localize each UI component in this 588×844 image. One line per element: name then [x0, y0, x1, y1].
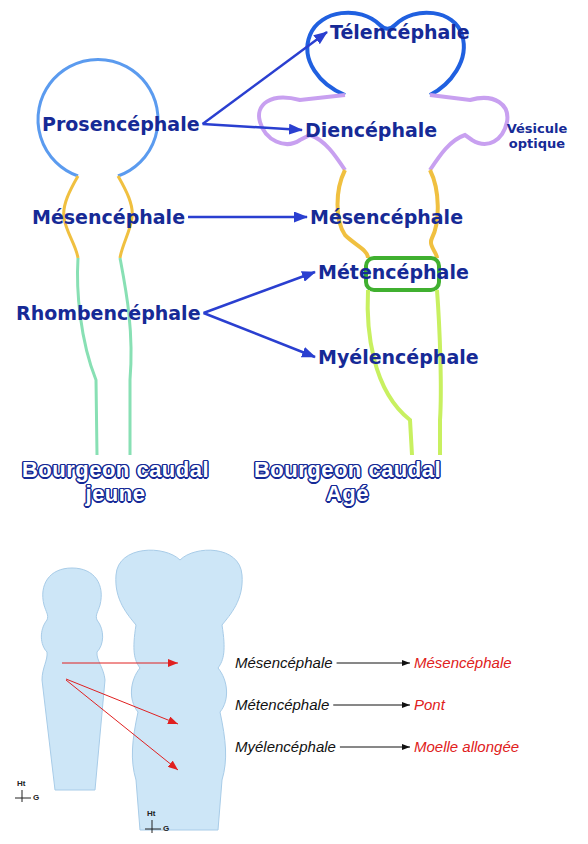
- region-label: Mésencéphale: [414, 654, 512, 672]
- axis-line: [152, 820, 153, 833]
- region-name: Rhombencéphale: [16, 301, 201, 325]
- region-label: Myélencéphale: [235, 738, 336, 756]
- region-name: Diencéphale: [305, 118, 437, 142]
- derivation-arrow: [188, 216, 307, 219]
- region-name: Mésencéphale: [414, 654, 512, 672]
- region-name: Myélencéphale: [318, 345, 479, 369]
- stage-caption: Bourgeon caudal Agé: [240, 458, 455, 506]
- axis-label: G: [33, 793, 39, 802]
- rhombencephalon-outline: [120, 258, 131, 455]
- axis-line: [15, 798, 31, 799]
- mapping-arrow: [66, 680, 178, 770]
- rhombencephalon-outline: [78, 258, 97, 455]
- axis-label: Ht: [147, 809, 155, 818]
- structure-note: Vésicule optique: [496, 121, 578, 151]
- region-label: Métencéphale: [318, 260, 469, 284]
- region-label: Moelle allongée: [414, 738, 519, 756]
- older-tube-shape: [116, 550, 242, 830]
- derivation-arrow: [204, 272, 315, 313]
- derivation-arrow: [333, 705, 410, 706]
- axis-line: [145, 829, 161, 830]
- axis-label: G: [163, 824, 169, 833]
- mapping-arrow: [62, 663, 178, 664]
- derivation-arrow: [337, 663, 410, 664]
- derivation-arrow: [340, 747, 410, 748]
- derivation-arrow: [203, 124, 302, 130]
- region-name: Télencéphale: [330, 20, 470, 44]
- axis-line: [22, 790, 23, 802]
- derivation-arrow: [204, 313, 315, 357]
- region-label: Prosencéphale: [42, 112, 200, 136]
- region-name: Pont: [414, 696, 445, 714]
- region-name: Métencéphale: [235, 696, 329, 714]
- derivation-arrow: [203, 32, 327, 124]
- region-name: Myélencéphale: [235, 738, 336, 756]
- region-name: Prosencéphale: [42, 112, 200, 136]
- region-label: Myélencéphale: [318, 345, 479, 369]
- region-label: Mésencéphale: [32, 205, 185, 229]
- region-label: Mésencéphale: [310, 205, 463, 229]
- mapping-arrow: [66, 679, 178, 724]
- myelencephalon-outline: [368, 290, 412, 455]
- region-label: Pont: [414, 696, 445, 714]
- region-label: Mésencéphale: [235, 654, 333, 672]
- axis-label: Ht: [17, 779, 25, 788]
- region-label: Rhombencéphale: [16, 301, 201, 325]
- region-name: Mésencéphale: [235, 654, 333, 672]
- region-name: Mésencéphale: [32, 205, 185, 229]
- region-label: Diencéphale: [305, 118, 437, 142]
- young-tube-shape: [41, 568, 105, 790]
- region-name: Métencéphale: [318, 260, 469, 284]
- region-name: Mésencéphale: [310, 205, 463, 229]
- region-label: Métencéphale: [235, 696, 329, 714]
- stage-caption: Bourgeon caudal jeune: [8, 458, 223, 506]
- diencephalon-outline: [430, 95, 507, 170]
- region-label: Télencéphale: [330, 20, 470, 44]
- region-name: Moelle allongée: [414, 738, 519, 756]
- myelencephalon-outline: [437, 290, 441, 455]
